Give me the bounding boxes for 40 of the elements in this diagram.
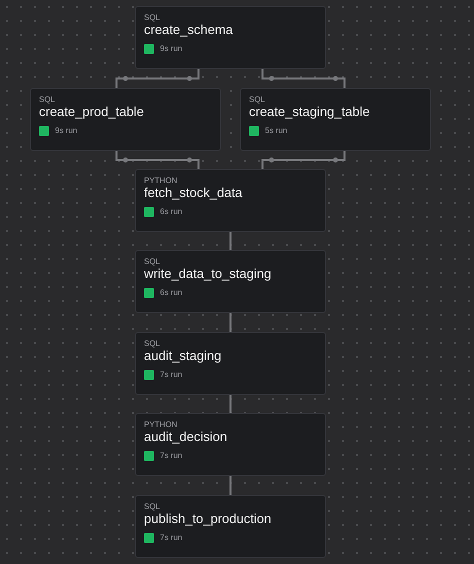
run-duration: 7s run — [160, 370, 182, 380]
task-name: audit_staging — [144, 348, 222, 363]
task-type: PYTHON — [144, 420, 178, 429]
task-card — [30, 88, 221, 151]
task-type: SQL — [144, 339, 160, 348]
task-type: SQL — [144, 257, 160, 266]
task-card — [135, 169, 326, 232]
connector — [230, 232, 232, 250]
run-duration: 6s run — [160, 207, 182, 217]
run-duration: 9s run — [55, 126, 78, 136]
run-duration: 6s run — [160, 288, 182, 298]
connector — [262, 69, 346, 88]
task-card — [135, 6, 326, 69]
task-name: audit_decision — [144, 429, 228, 444]
run-duration: 7s run — [160, 451, 182, 461]
task-type: PYTHON — [144, 176, 178, 185]
task-card — [135, 495, 326, 558]
task-card — [240, 88, 431, 151]
connector — [230, 476, 232, 495]
task-card — [135, 250, 326, 313]
connector — [230, 313, 232, 332]
task-type: SQL — [249, 95, 266, 104]
task-card — [135, 332, 326, 395]
task-type: SQL — [39, 95, 56, 104]
task-name: create_prod_table — [39, 104, 144, 119]
run-duration: 9s run — [160, 44, 182, 54]
run-duration: 7s run — [160, 533, 182, 543]
task-type: SQL — [144, 13, 160, 22]
connector — [230, 395, 232, 413]
task-name: fetch_stock_data — [144, 185, 242, 200]
task-type: SQL — [144, 502, 160, 511]
task-name: publish_to_production — [144, 511, 272, 526]
task-card — [135, 413, 326, 476]
task-name: create_schema — [144, 22, 233, 37]
connector — [262, 151, 346, 169]
task-name: create_staging_table — [249, 104, 370, 119]
run-duration: 5s run — [265, 126, 288, 136]
connector — [116, 151, 200, 169]
task-name: write_data_to_staging — [144, 266, 272, 281]
connector — [116, 69, 200, 88]
